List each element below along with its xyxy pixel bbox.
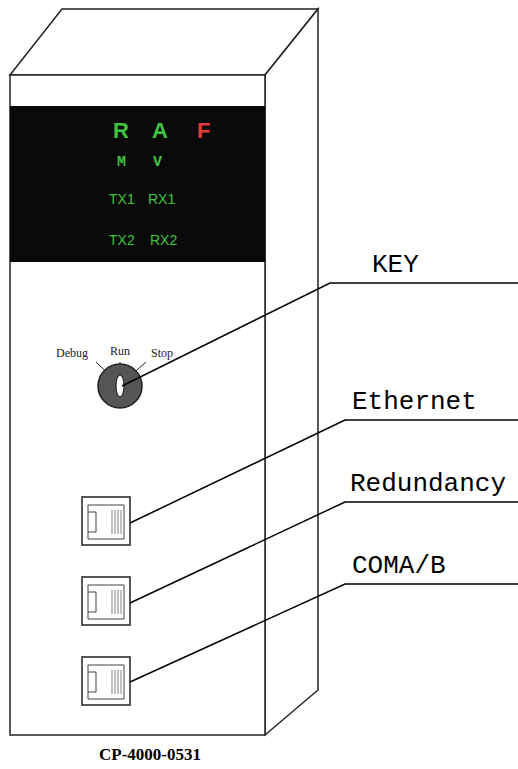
caption: CP-4000-0531: [99, 746, 201, 763]
module-side: [265, 9, 318, 735]
switch-position: Stop: [151, 347, 173, 359]
led-label: R: [113, 120, 129, 142]
part-label: Ethernet: [352, 389, 477, 415]
part-label: KEY: [372, 252, 419, 278]
switch-position: Run: [110, 345, 130, 357]
key-knob: [98, 364, 142, 408]
part-label: Redundancy: [350, 471, 506, 497]
led-panel: [10, 106, 265, 262]
led-label: F: [197, 120, 210, 142]
led-label: V: [153, 155, 162, 170]
switch-position: Debug: [56, 347, 88, 359]
leader-line: [130, 420, 518, 523]
com-port: [82, 657, 130, 705]
part-label: COMA/B: [352, 553, 446, 579]
led-label: A: [152, 120, 168, 142]
module-top: [10, 9, 318, 75]
ethernet-port: [82, 497, 130, 545]
redundancy-port: [82, 577, 130, 625]
leader-line: [130, 502, 518, 603]
led-label: RX1: [148, 192, 175, 206]
led-label: RX2: [150, 233, 177, 247]
leader-line: [130, 584, 518, 682]
led-label: TX1: [109, 192, 135, 206]
module-front: [10, 75, 265, 735]
led-label: TX2: [109, 233, 135, 247]
leader-line: [122, 283, 518, 386]
led-label: M: [117, 155, 126, 170]
